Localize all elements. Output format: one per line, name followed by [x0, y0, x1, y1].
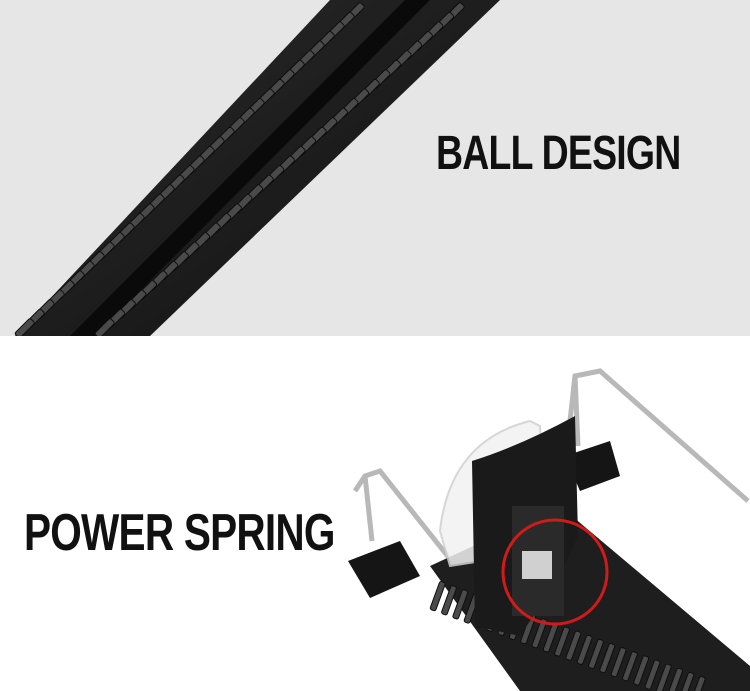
roller-tooth — [576, 634, 593, 665]
roller-row-right — [94, 2, 465, 336]
ball-design-panel: BALL DESIGN — [0, 0, 750, 336]
roller-track-image — [14, 0, 500, 336]
spring-coil — [522, 551, 552, 579]
roller-tooth — [452, 589, 469, 620]
roller-tooth — [678, 671, 695, 691]
roller-tooth — [644, 659, 661, 690]
highlight-circle — [501, 518, 609, 626]
spring-pusher-image — [348, 368, 750, 691]
roller-tooth — [94, 318, 115, 336]
roller-tooth — [610, 647, 627, 678]
roller-tooth — [14, 318, 35, 336]
power-spring-panel: POWER SPRING — [0, 336, 750, 691]
clamp-right — [565, 441, 620, 491]
clamp-left — [348, 541, 420, 598]
roller-tooth — [667, 667, 683, 691]
roller-tooth — [588, 638, 604, 670]
roller-tooth — [655, 663, 672, 691]
roller-tooth — [689, 676, 706, 691]
roller-tooth — [599, 643, 616, 674]
center-rail — [70, 0, 430, 336]
roller-tooth — [633, 655, 650, 686]
ball-design-caption: BALL DESIGN — [436, 127, 681, 180]
roller-tooth — [554, 626, 570, 657]
roller-tooth — [441, 585, 457, 616]
roller-tooth — [429, 581, 446, 612]
wire-guide-right — [567, 368, 750, 503]
roller-row-left — [14, 2, 365, 336]
roller-tooth — [565, 630, 582, 661]
roller-tooth — [621, 651, 638, 682]
power-spring-caption: POWER SPRING — [24, 504, 335, 562]
roller-tooth — [531, 618, 548, 649]
